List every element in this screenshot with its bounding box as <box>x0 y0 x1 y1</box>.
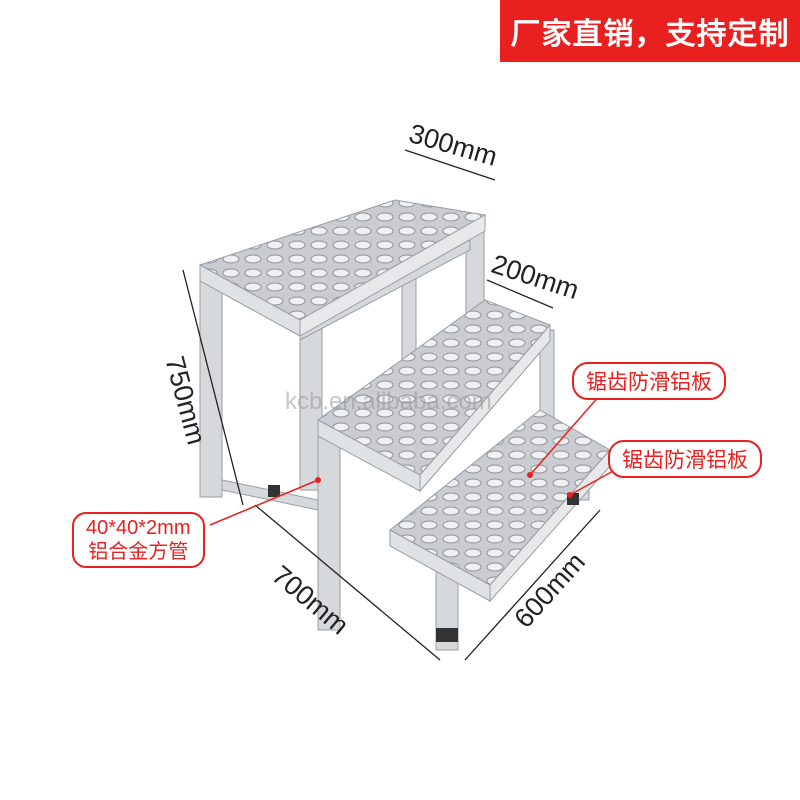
watermark: kcb.en.alibaba.com <box>285 388 492 415</box>
promo-banner: 厂家直销，支持定制 <box>500 0 800 62</box>
callout-antislip-plate-lower: 锯齿防滑铝板 <box>608 440 762 478</box>
callout-square-tube: 40*40*2mm 铝合金方管 <box>72 512 205 568</box>
callout-tube-spec: 40*40*2mm <box>86 517 191 539</box>
callout-tube-material: 铝合金方管 <box>88 541 189 563</box>
callout-antislip-plate-upper: 锯齿防滑铝板 <box>572 362 726 400</box>
